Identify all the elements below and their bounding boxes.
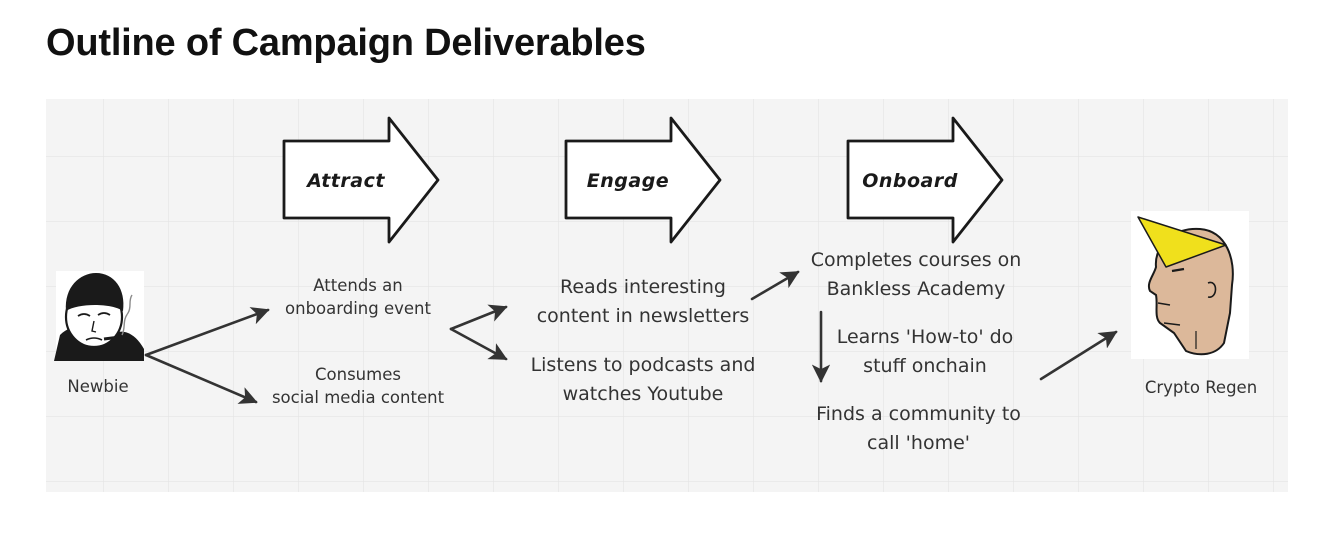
stage-label-engage: Engage — [587, 170, 669, 192]
node-finds-community: Finds a community to call 'home' — [816, 403, 1021, 454]
arrow-to-crypto-regen — [1039, 330, 1118, 381]
stage-label-onboard: Onboard — [862, 170, 958, 192]
stage-arrow-onboard: Onboard — [846, 116, 1004, 244]
stage-arrow-attract: Attract — [282, 116, 440, 244]
gigachad-regen-icon — [1131, 211, 1249, 359]
arrow-to-listens — [449, 327, 508, 361]
node-listens-podcasts: Listens to podcasts and watches Youtube — [530, 354, 756, 405]
stage-arrow-engage: Engage — [564, 116, 722, 244]
node-completes-courses: Completes courses on Bankless Academy — [810, 249, 1022, 300]
node-reads-newsletters: Reads interesting content in newsletters — [536, 276, 750, 327]
node-attends-event: Attends an onboarding event — [285, 276, 431, 319]
arrow-newbie-to-consumes — [144, 353, 258, 404]
node-learns-onchain: Learns 'How-to' do stuff onchain — [836, 326, 1014, 377]
stage-label-attract: Attract — [305, 170, 385, 192]
wojak-newbie-icon — [54, 271, 144, 361]
arrow-to-reads — [449, 304, 508, 331]
page-title: Outline of Campaign Deliverables — [46, 22, 646, 64]
node-consumes-social: Consumes social media content — [271, 365, 445, 408]
arrow-newbie-to-attends — [144, 307, 270, 357]
arrow-to-completes — [750, 270, 800, 301]
newbie-label: Newbie — [67, 377, 129, 396]
diagram-board: Attract Engage Onboard — [46, 99, 1288, 492]
crypto-regen-label: Crypto Regen — [1144, 378, 1258, 397]
diagram-canvas: Attract Engage Onboard — [46, 99, 1288, 492]
